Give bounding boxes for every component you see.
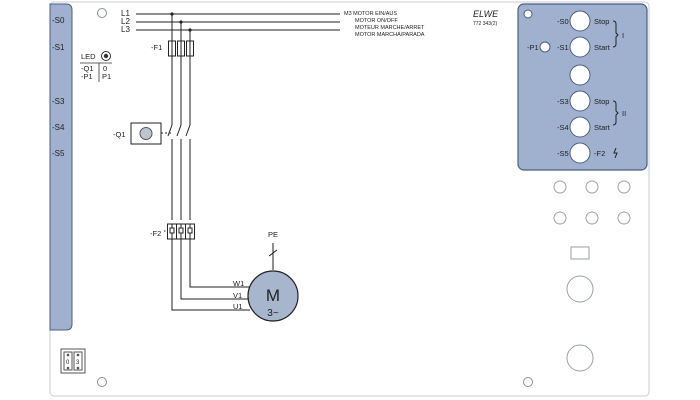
contactor-contacts (167, 124, 191, 220)
left-label-s3: -S3 (52, 97, 65, 106)
s0-stop-button[interactable] (569, 10, 591, 32)
f2-label: -F2 (150, 229, 161, 238)
left-label-s1: -S1 (52, 43, 65, 52)
group-label-1: I (622, 31, 624, 40)
line-l1-label: L1 (121, 9, 130, 18)
terminal-u1: U1 (233, 302, 243, 311)
pe-mark (268, 249, 278, 257)
thermal-overload-f2 (167, 223, 195, 240)
power-lines (171, 56, 191, 125)
terminal-connector (60, 348, 86, 374)
panel-mount-hole (523, 9, 533, 19)
socket-grid (553, 180, 631, 225)
p1-label: -P1 (527, 43, 539, 52)
motor-feed-lines (171, 239, 250, 311)
terminal-w1: W1 (233, 279, 244, 288)
s3-stop-button[interactable] (569, 90, 591, 112)
connector-label-3: 3 (76, 360, 80, 366)
left-label-s5: -S5 (52, 149, 65, 158)
s0-text: Stop (594, 17, 609, 26)
left-label-s4: -S4 (52, 123, 65, 132)
mount-hole (97, 377, 107, 387)
f1-label: -F1 (151, 43, 162, 52)
mount-hole (523, 377, 533, 387)
terminal-v1: V1 (233, 291, 242, 300)
led-legend-title: LED (81, 52, 96, 61)
spare-button[interactable] (569, 64, 591, 86)
title-en: MOTOR ON/OFF (355, 18, 398, 24)
legend-p1: -P1 (81, 72, 93, 81)
title-es: MOTOR MARCHA/PARADA (355, 32, 425, 38)
pe-label: PE (268, 230, 278, 239)
s1-text: Start (594, 43, 611, 52)
legend-q1: -Q1 (81, 64, 94, 73)
s5-button[interactable] (569, 142, 591, 164)
s0-label: -S0 (557, 17, 569, 26)
title-de: M3 MOTOR EIN/AUS (344, 11, 397, 17)
motor-symbol (247, 270, 299, 322)
fuse-f1-filaments (171, 41, 191, 56)
group-bracket-2 (612, 100, 619, 126)
left-panel (49, 3, 73, 331)
motor-phase: 3~ (267, 308, 279, 319)
s1-start-button[interactable] (569, 36, 591, 58)
s5-text: -F2 (594, 149, 605, 158)
s3-text: Stop (594, 97, 609, 106)
p1-indicator-lamp (539, 41, 551, 53)
s5-label: -S5 (557, 149, 569, 158)
contactor-led (139, 127, 153, 140)
line-l3-label: L3 (121, 25, 130, 34)
legend-p1-state: P1 (102, 72, 111, 81)
brand-part-number: 772 343(2) (473, 21, 498, 27)
brand-logo: ELWE (473, 9, 499, 19)
power-lines (171, 14, 191, 41)
round-cutout (566, 275, 594, 303)
title-fr: MOTEUR MARCHE/ARRET (355, 25, 425, 31)
s3-label: -S3 (557, 97, 569, 106)
connector-label-0: 0 (66, 360, 70, 366)
round-cutout (566, 344, 594, 372)
s4-text: Start (594, 123, 611, 132)
mount-hole (97, 8, 107, 18)
led-legend-dot (103, 53, 109, 59)
motor-letter: M (266, 286, 280, 305)
thermal-trip-icon (613, 147, 618, 159)
group-bracket-1 (612, 20, 619, 48)
legend-q1-state: 0 (103, 64, 107, 73)
q1-label: -Q1 (113, 130, 126, 139)
s4-label: -S4 (557, 123, 569, 132)
s1-label: -S1 (557, 43, 569, 52)
left-label-s0: -S0 (52, 16, 65, 25)
line-l2-label: L2 (121, 17, 130, 26)
empty-slot (570, 246, 590, 260)
group-label-2: II (622, 109, 626, 118)
s4-start-button[interactable] (569, 116, 591, 138)
